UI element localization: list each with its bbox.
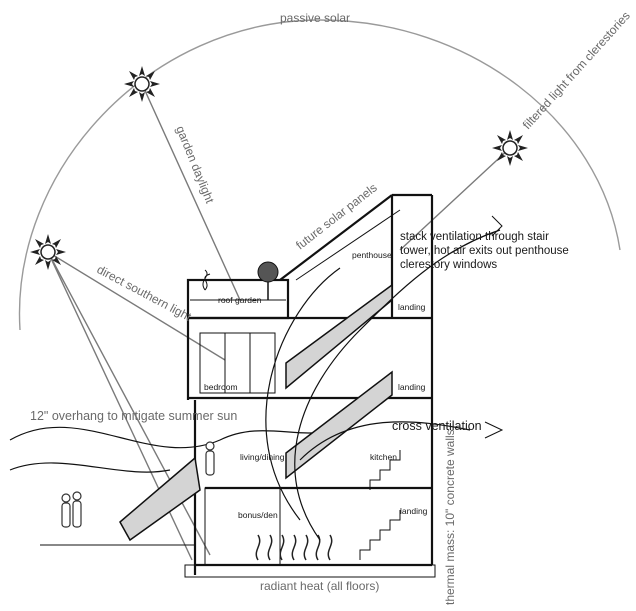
stack-vent-loop (265, 267, 341, 521)
filtered-light-ray (399, 147, 511, 251)
direct-southern-ray-2 (47, 251, 211, 556)
upper-stair-flight (285, 283, 393, 390)
ground-wave (9, 462, 171, 473)
overhang-wave (9, 426, 331, 449)
label-stack-3: clerestory windows (400, 259, 497, 271)
room-landing-low: landing (400, 506, 428, 516)
radiant-heat-waves (255, 534, 333, 561)
person-icon (61, 441, 215, 528)
label-future-solar: future solar panels (293, 181, 379, 253)
arrow-icon (484, 421, 504, 439)
label-passive-solar: passive solar (280, 11, 350, 25)
sun-icon (491, 129, 529, 167)
lower-stair-flight (119, 456, 201, 542)
label-garden-daylight: garden daylight (173, 124, 217, 206)
arrow-icon (491, 215, 503, 237)
label-stack-1: stack ventilation through stair (400, 231, 549, 243)
room-living-dining: living/dining (240, 452, 285, 462)
interior-stair (359, 450, 401, 560)
tree-icon (257, 261, 279, 300)
tree-icon (202, 269, 211, 291)
room-bonus-den: bonus/den (238, 510, 278, 520)
garden-daylight-ray (141, 83, 241, 301)
room-penthouse: penthouse (352, 250, 392, 260)
room-bedroom: bedroom (204, 382, 238, 392)
room-roof-garden: roof garden (218, 295, 262, 305)
cross-ventilation-flow (299, 421, 471, 461)
sun-icon (123, 65, 161, 103)
room-landing-top: landing (398, 302, 426, 312)
passive-solar-arc (18, 19, 621, 331)
room-landing-mid: landing (398, 382, 426, 392)
middle-stair-flight (285, 370, 393, 480)
stack-ventilation-flow (294, 229, 501, 541)
label-filtered-light: filtered light from clerestories (520, 9, 633, 132)
label-stack-2: tower, hot air exits out penthouse (400, 245, 569, 257)
sun-icon (29, 233, 67, 271)
label-cross-ventilation: cross ventilation (392, 419, 482, 433)
label-direct-southern: direct southern light (95, 262, 195, 324)
room-kitchen: kitchen (370, 452, 397, 462)
label-thermal-mass: thermal mass: 10" concrete walls (443, 429, 457, 605)
label-overhang: 12" overhang to mitigate summer sun (30, 409, 237, 423)
direct-southern-ray-1 (47, 251, 226, 361)
building (184, 193, 436, 578)
label-radiant-heat: radiant heat (all floors) (260, 579, 379, 593)
